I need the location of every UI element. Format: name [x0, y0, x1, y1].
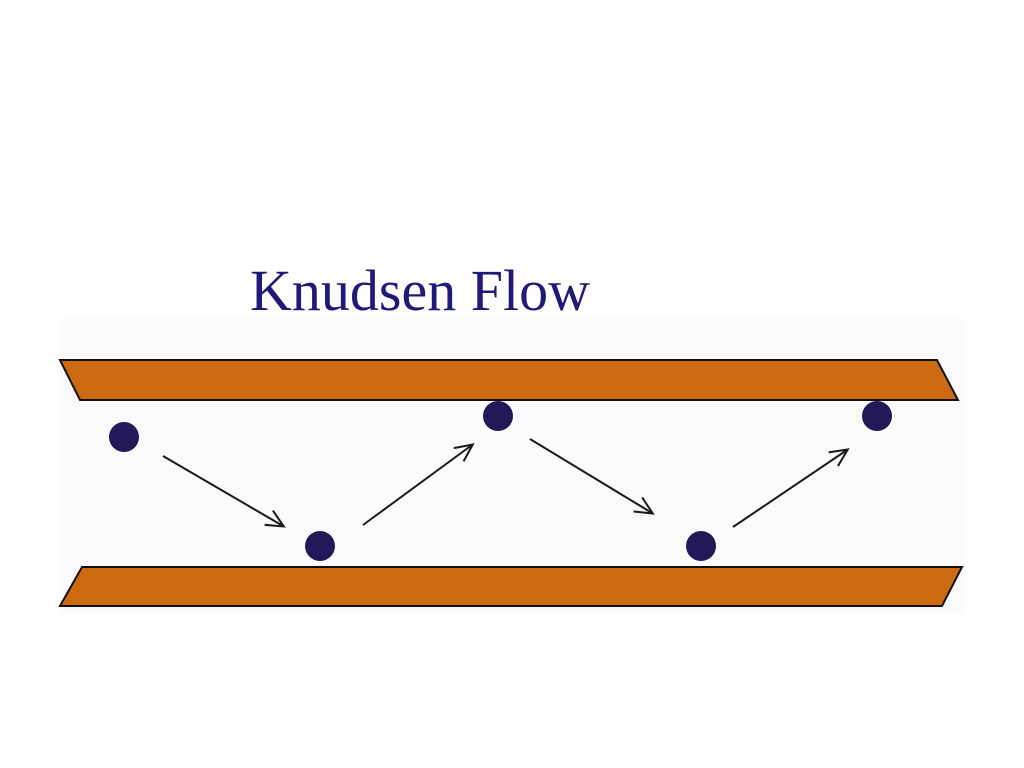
- trajectory-arrow: [362, 443, 475, 526]
- trajectory-arrow: [732, 448, 850, 528]
- top-wall: [58, 359, 960, 401]
- diagram-title: Knudsen Flow: [250, 258, 590, 323]
- trajectory-arrow: [529, 438, 655, 515]
- trajectory-arrows: [162, 438, 850, 528]
- molecule: [686, 531, 716, 561]
- molecule: [305, 531, 335, 561]
- molecule: [483, 401, 513, 431]
- gas-molecules: [109, 401, 892, 561]
- molecule: [862, 401, 892, 431]
- bottom-wall: [58, 566, 964, 607]
- molecule: [109, 422, 139, 452]
- trajectory-arrow: [162, 455, 286, 528]
